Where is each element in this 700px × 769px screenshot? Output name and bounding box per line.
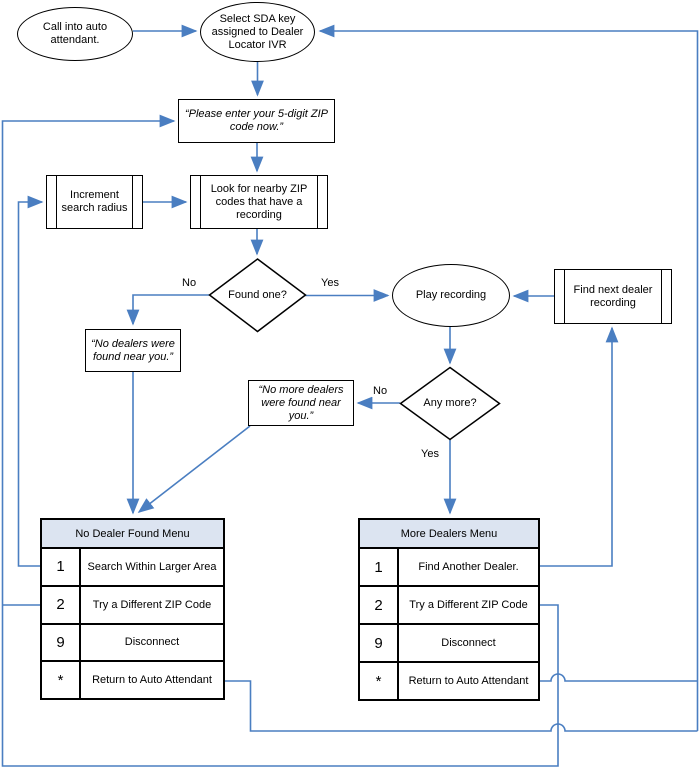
node-label: “Please enter your 5-digit ZIP code now.… <box>184 108 329 133</box>
menu-option-label: Find Another Dealer. <box>418 561 519 573</box>
node-label: “No more dealers were found near you.” <box>258 383 344 422</box>
menu-title: More Dealers Menu <box>360 520 538 549</box>
menu-row: 1 Find Another Dealer. <box>360 549 538 587</box>
node-find-next-dealer-recording: Find next dealer recording <box>554 269 672 324</box>
node-select-sda-key: Select SDA key assigned to Dealer Locato… <box>200 2 315 62</box>
branch-label-found-yes: Yes <box>320 277 340 289</box>
node-label: Select SDA key assigned to Dealer Locato… <box>211 12 304 51</box>
menu-option-label: Search Within Larger Area <box>87 560 217 573</box>
menu-more-dealers: More Dealers Menu 1 Find Another Dealer.… <box>358 518 540 701</box>
menu-row: 9 Disconnect <box>42 624 223 663</box>
node-label: Find next dealer recording <box>573 283 653 309</box>
node-look-for-nearby-zip: Look for nearby ZIP codes that have a re… <box>190 175 328 229</box>
edge-menu1-star-to-right-rail <box>225 680 698 732</box>
branch-label-anymore-no: No <box>372 385 389 397</box>
menu-key: 9 <box>360 625 399 661</box>
node-label: Any more? <box>423 397 477 409</box>
predefined-process-bar <box>317 176 318 228</box>
predefined-process-bar <box>200 176 201 228</box>
decision-found-one-shape <box>208 258 307 333</box>
menu-row: * Return to Auto Attendant <box>360 663 538 699</box>
predefined-process-bar <box>564 270 565 323</box>
menu-option-label: Disconnect <box>441 637 496 649</box>
edge-menu2-star-to-right-rail <box>540 673 698 682</box>
menu-option-label: Try a Different ZIP Code <box>409 599 528 611</box>
branch-label-anymore-yes: Yes <box>420 448 440 460</box>
edge-menu2-row1-to-findnext <box>540 326 619 567</box>
edge-right-rail-to-sda <box>318 24 699 731</box>
node-label: Play recording <box>415 289 487 301</box>
menu-option-label: Disconnect <box>124 636 180 649</box>
node-label: Increment search radius <box>61 189 128 214</box>
edge-zip-retry-network <box>1 114 559 767</box>
menu-option-label: Return to Auto Attendant <box>408 675 529 687</box>
menu-row: 2 Try a Different ZIP Code <box>360 587 538 625</box>
menu-title: No Dealer Found Menu <box>42 520 223 549</box>
predefined-process-bar <box>661 270 662 323</box>
edge-found-no <box>126 294 210 326</box>
menu-row: 9 Disconnect <box>360 625 538 663</box>
node-increment-search-radius: Increment search radius <box>46 175 143 229</box>
decision-found-one-label: Found one? <box>209 259 306 331</box>
node-no-more-dealers-prompt: “No more dealers were found near you.” <box>248 380 354 426</box>
menu-key: 1 <box>42 549 81 585</box>
menu-row: 1 Search Within Larger Area <box>42 549 223 587</box>
menu-no-dealer-found: No Dealer Found Menu 1 Search Within Lar… <box>40 518 225 700</box>
edge-menu1-row1-to-increment <box>17 195 44 567</box>
menu-key: * <box>42 662 81 698</box>
menu-row: * Return to Auto Attendant <box>42 662 223 698</box>
node-no-dealers-prompt: “No dealers were found near you.” <box>85 329 181 372</box>
branch-label-found-no: No <box>181 277 198 289</box>
menu-key: 2 <box>42 586 81 623</box>
menu-key: 2 <box>360 587 399 623</box>
menu-row: 2 Try a Different ZIP Code <box>42 586 223 625</box>
node-play-recording: Play recording <box>392 264 510 327</box>
node-label: “No dealers were found near you.” <box>91 337 175 363</box>
decision-any-more-shape <box>399 366 501 441</box>
decision-any-more-label: Any more? <box>400 367 500 439</box>
menu-key: 1 <box>360 549 399 585</box>
node-call-into-auto-attendant: Call into auto attendant. <box>17 7 133 61</box>
node-label: Look for nearby ZIP codes that have a re… <box>210 182 308 221</box>
menu-option-label: Return to Auto Attendant <box>92 674 212 687</box>
predefined-process-bar <box>56 176 57 228</box>
menu-key: * <box>360 663 399 699</box>
menu-option-label: Try a Different ZIP Code <box>92 598 212 611</box>
node-zip-prompt: “Please enter your 5-digit ZIP code now.… <box>178 99 335 143</box>
menu-key: 9 <box>42 624 81 661</box>
edge-nomore-to-menu <box>137 425 251 513</box>
node-label: Call into auto attendant. <box>42 21 108 46</box>
node-label: Found one? <box>228 289 287 301</box>
predefined-process-bar <box>132 176 133 228</box>
